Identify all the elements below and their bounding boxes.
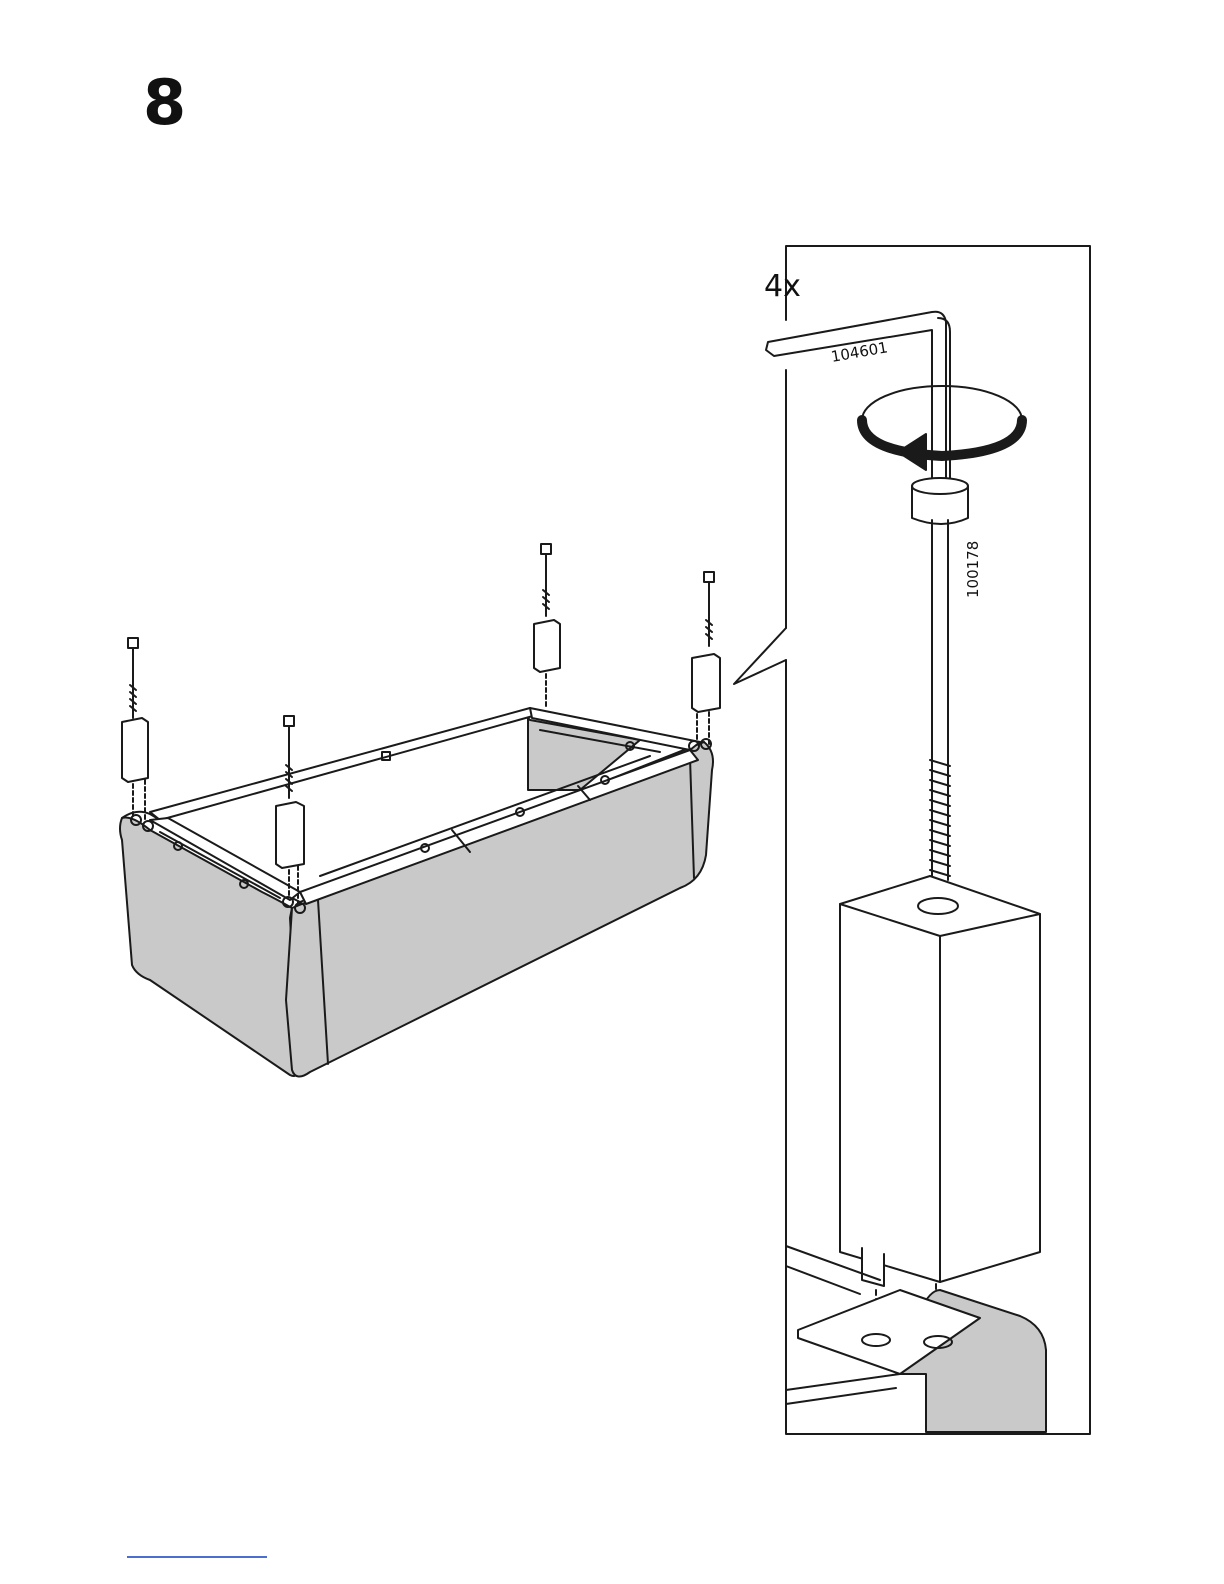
frame-rail-back (150, 708, 540, 820)
leg-assembly-1 (122, 638, 148, 822)
sofa-front-panel (286, 742, 713, 1077)
sofa-base (120, 708, 713, 1077)
leg-assembly-2 (276, 716, 304, 904)
sofa-end-panel (120, 818, 298, 1077)
leg-assembly-3 (534, 544, 560, 708)
bolt-shaft (932, 520, 948, 880)
detail-panel (766, 246, 1090, 1434)
bolt-part-number: 100178 (964, 541, 982, 598)
quantity-label: 4x (764, 269, 801, 304)
leg-assembly-4 (692, 572, 720, 744)
footer-link-line (127, 1556, 267, 1558)
callout-pointer (734, 628, 786, 684)
